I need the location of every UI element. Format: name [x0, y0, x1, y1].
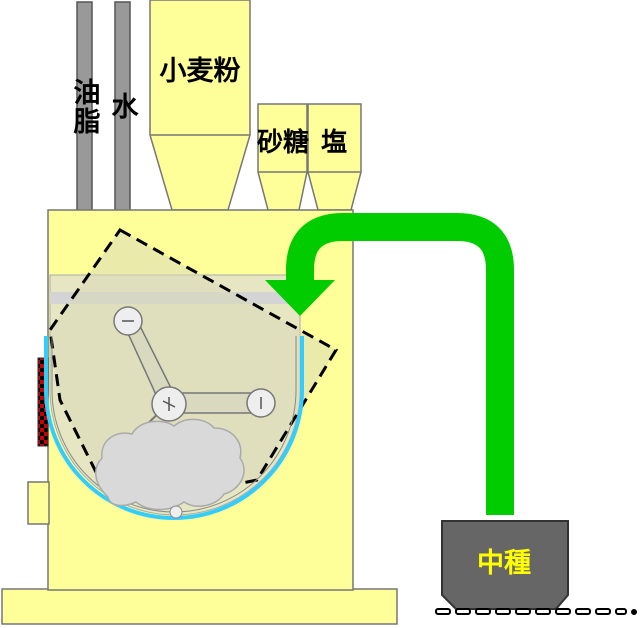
pivot-right	[246, 388, 276, 418]
sugar-label: 砂糖	[257, 127, 309, 158]
side-box	[27, 481, 50, 525]
pivot-top	[113, 306, 143, 336]
machine-base	[1, 588, 398, 625]
flour-hopper	[149, 0, 251, 211]
salt-label: 塩	[321, 128, 347, 158]
water-label: 水	[107, 92, 139, 119]
transfer-arrow	[265, 213, 514, 515]
pivot-center	[151, 386, 187, 422]
dough	[95, 418, 245, 511]
sponge-label: 中種	[477, 548, 531, 579]
flour-label: 小麦粉	[160, 56, 241, 87]
oil-label: 油脂	[69, 78, 101, 136]
conveyor	[435, 608, 637, 615]
bowl-drain	[169, 505, 183, 519]
